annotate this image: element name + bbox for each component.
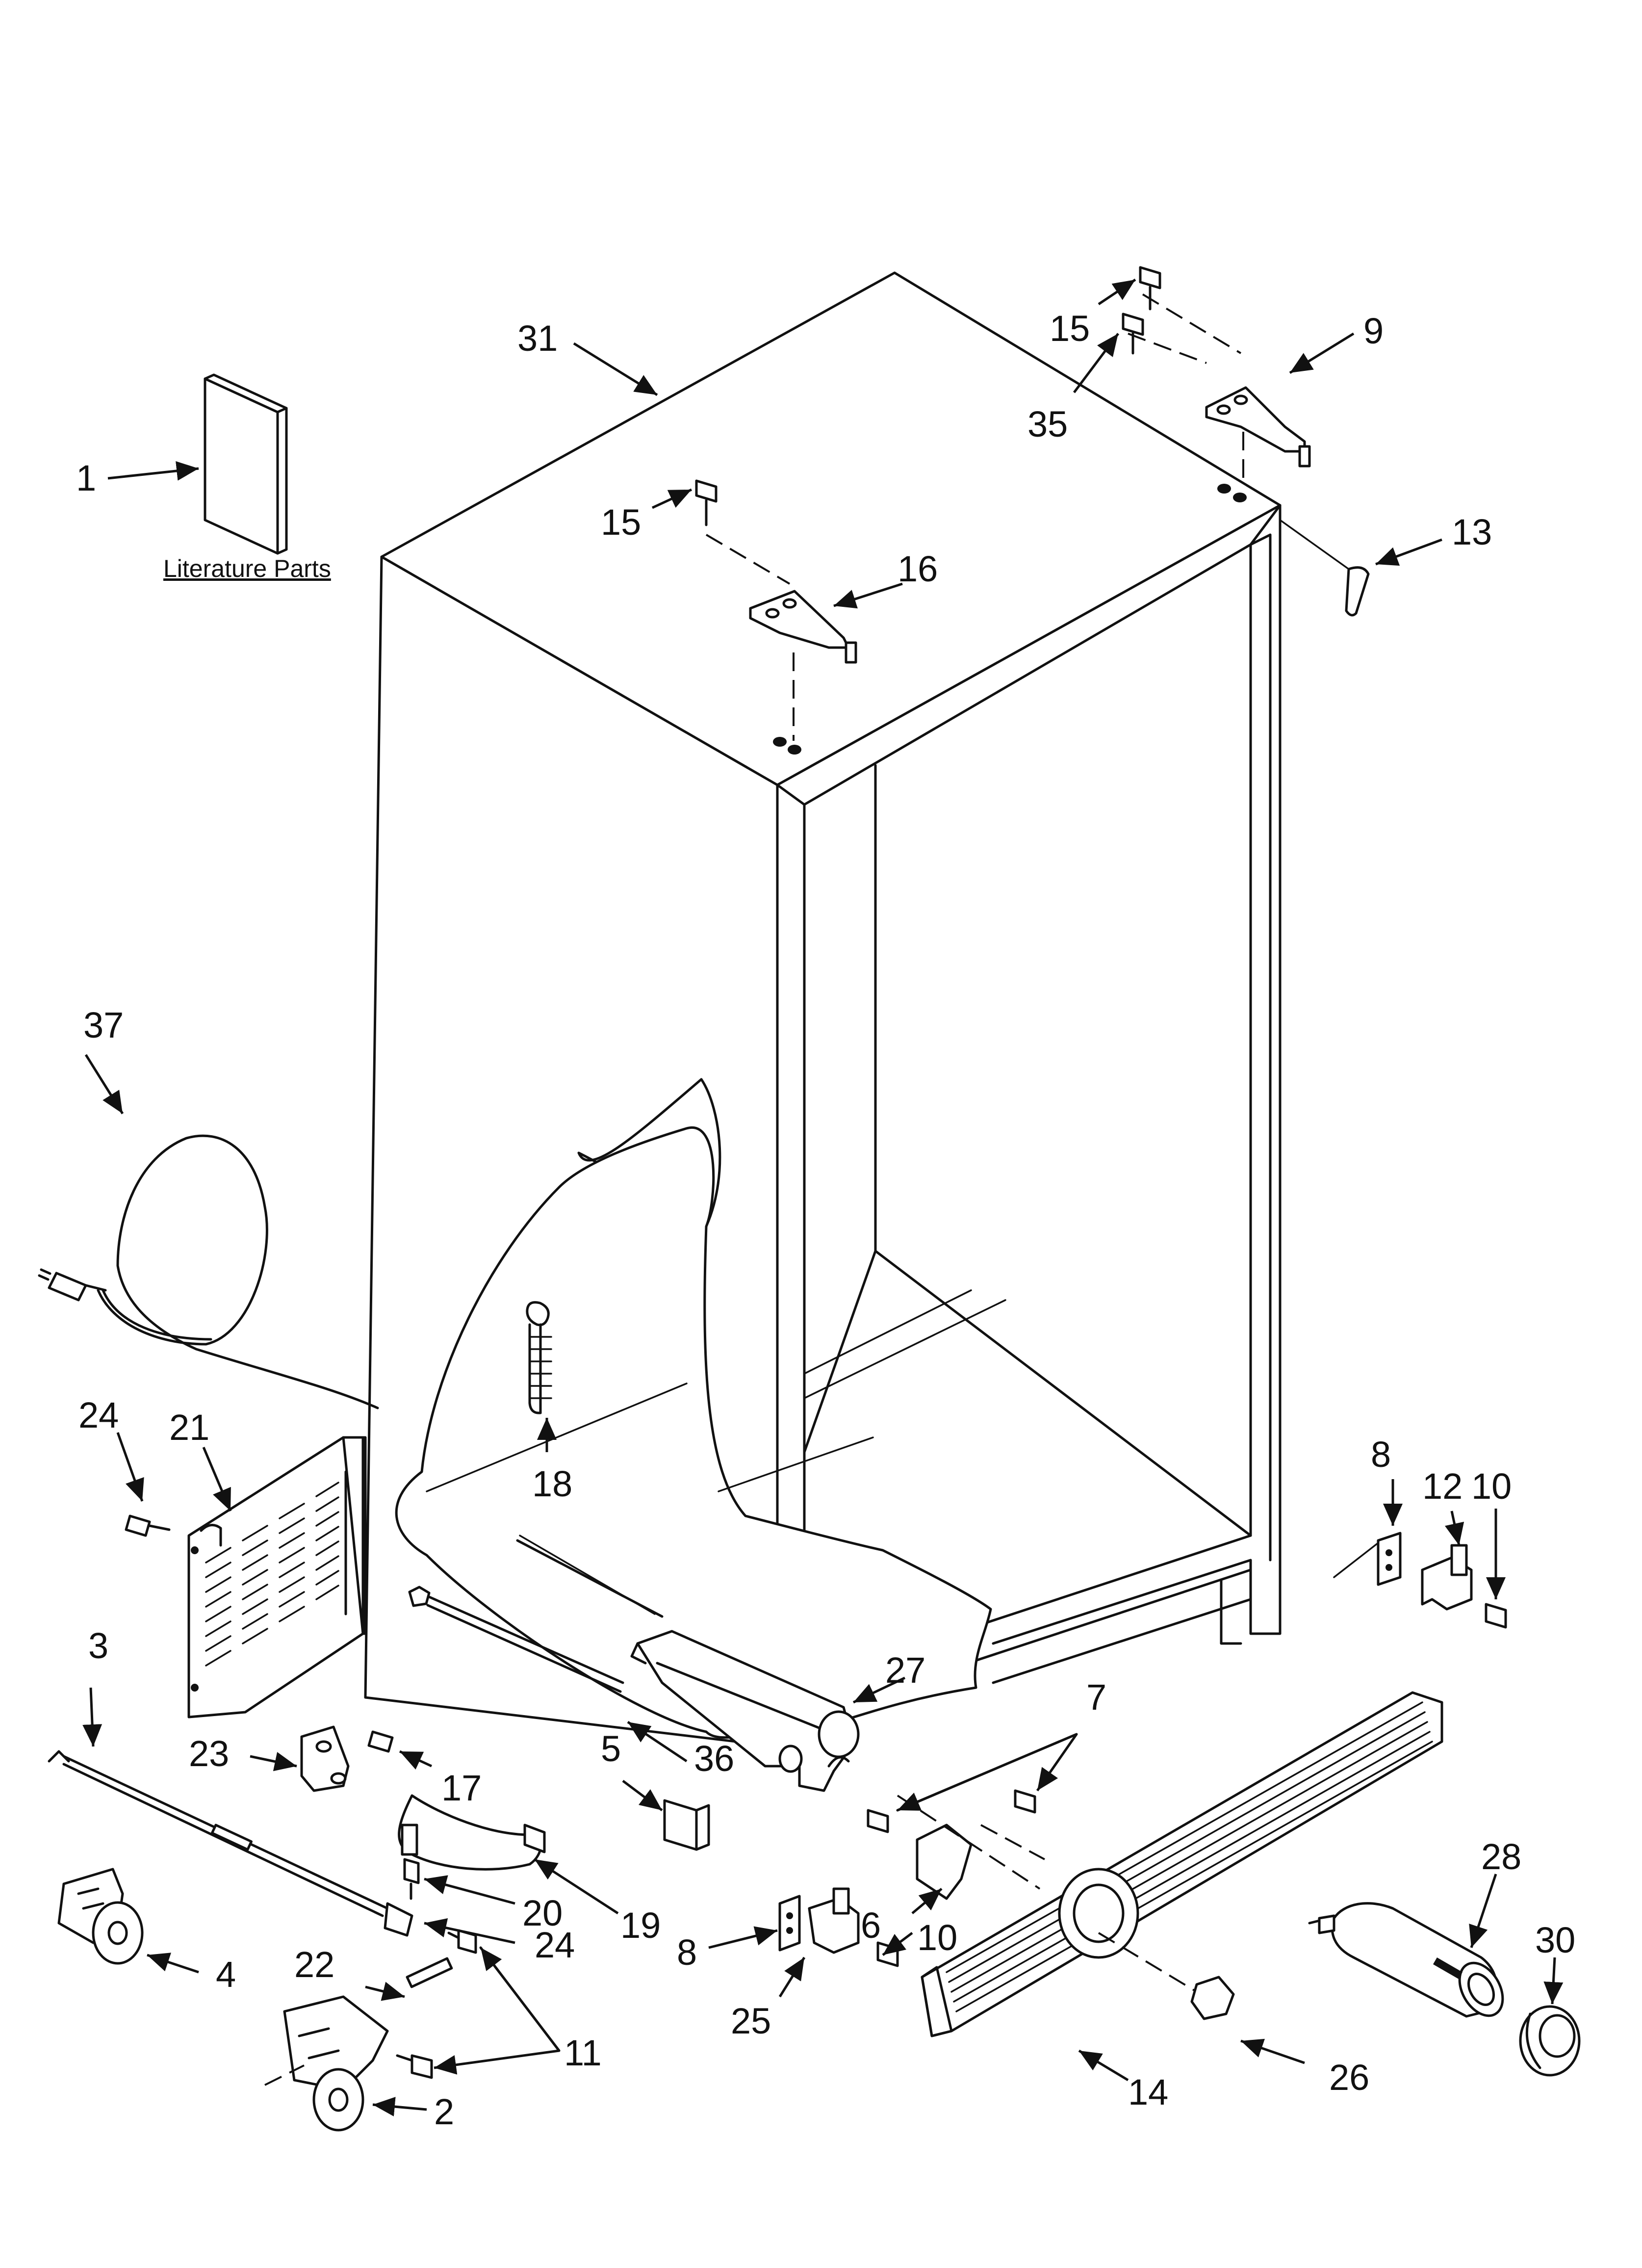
screw-7-a xyxy=(867,1809,889,1833)
power-cord xyxy=(38,1134,379,1409)
pin-22 xyxy=(406,1957,453,1988)
screw-24-upper xyxy=(125,1514,171,1537)
label-35: 35 xyxy=(1027,404,1068,444)
label-13: 13 xyxy=(1452,512,1492,552)
bottom-hinge-right xyxy=(1333,1532,1507,1629)
part-labels: 1 2 3 4 5 6 7 8 8 9 10 10 11 12 13 14 15… xyxy=(76,308,1575,2132)
label-7: 7 xyxy=(1086,1677,1106,1718)
label-25: 25 xyxy=(731,2001,771,2041)
label-31: 31 xyxy=(517,318,558,359)
top-hinge-right xyxy=(1128,293,1311,486)
label-24-upper: 24 xyxy=(78,1395,119,1435)
cap-26 xyxy=(1190,1976,1235,2020)
label-2: 2 xyxy=(434,2091,454,2132)
label-18: 18 xyxy=(532,1463,572,1504)
label-10-left: 10 xyxy=(917,1917,957,1958)
label-10-right: 10 xyxy=(1471,1466,1512,1507)
label-8-left: 8 xyxy=(677,1932,697,1973)
label-15-right: 15 xyxy=(1050,308,1090,349)
screw-35 xyxy=(1122,313,1144,355)
literature-booklet: Literature Parts xyxy=(163,373,331,582)
label-4: 4 xyxy=(216,1954,236,1995)
label-19: 19 xyxy=(620,1905,661,1946)
label-8-right: 8 xyxy=(1371,1434,1391,1475)
label-12: 12 xyxy=(1422,1466,1462,1507)
rear-roller xyxy=(57,1868,144,1965)
label-26: 26 xyxy=(1329,2057,1369,2098)
label-27: 27 xyxy=(885,1650,925,1691)
label-21: 21 xyxy=(169,1407,209,1448)
label-11: 11 xyxy=(564,2033,602,2073)
top-hinge-left xyxy=(705,534,857,741)
label-1: 1 xyxy=(76,458,96,498)
leader-lines xyxy=(82,278,1564,2116)
fill-tube-assembly xyxy=(398,1794,546,1900)
literature-caption: Literature Parts xyxy=(163,555,331,582)
screw-11-b xyxy=(396,2054,433,2079)
label-37: 37 xyxy=(83,1005,124,1045)
label-6: 6 xyxy=(861,1905,881,1946)
label-5: 5 xyxy=(601,1728,621,1769)
front-roller xyxy=(264,1995,389,2132)
grille-slots xyxy=(205,1482,339,1667)
label-28: 28 xyxy=(1481,1836,1521,1877)
screw-15-left xyxy=(695,479,718,526)
screw-7-b xyxy=(1014,1789,1036,1814)
rear-access-cover xyxy=(187,1436,367,1719)
hinge-cover-13 xyxy=(1279,519,1370,617)
base-grille xyxy=(921,1691,1443,2037)
label-3: 3 xyxy=(88,1625,108,1666)
label-14: 14 xyxy=(1128,2072,1168,2112)
label-16: 16 xyxy=(898,548,938,589)
label-24-lower: 24 xyxy=(535,1925,575,1965)
label-23: 23 xyxy=(189,1733,229,1774)
label-22: 22 xyxy=(294,1944,334,1985)
label-36: 36 xyxy=(694,1738,734,1779)
screw-15-right xyxy=(1139,266,1161,311)
leveling-rod xyxy=(48,1750,413,1937)
label-15-left: 15 xyxy=(601,502,641,543)
cutaway-region xyxy=(395,1078,992,1739)
water-tube xyxy=(408,1586,624,1693)
water-filter xyxy=(1308,1902,1504,2018)
label-30: 30 xyxy=(1535,1920,1575,1960)
label-20: 20 xyxy=(522,1893,563,1933)
label-9: 9 xyxy=(1363,311,1384,351)
label-17: 17 xyxy=(441,1768,482,1808)
water-valve xyxy=(630,1630,860,1792)
drain-tube xyxy=(526,1301,552,1414)
rating-label xyxy=(663,1799,710,1851)
grille-bracket-6 xyxy=(897,1795,1045,1900)
screw-11-a xyxy=(447,1929,477,1954)
filter-cap xyxy=(1519,2005,1581,2077)
bracket-23 xyxy=(300,1725,394,1792)
